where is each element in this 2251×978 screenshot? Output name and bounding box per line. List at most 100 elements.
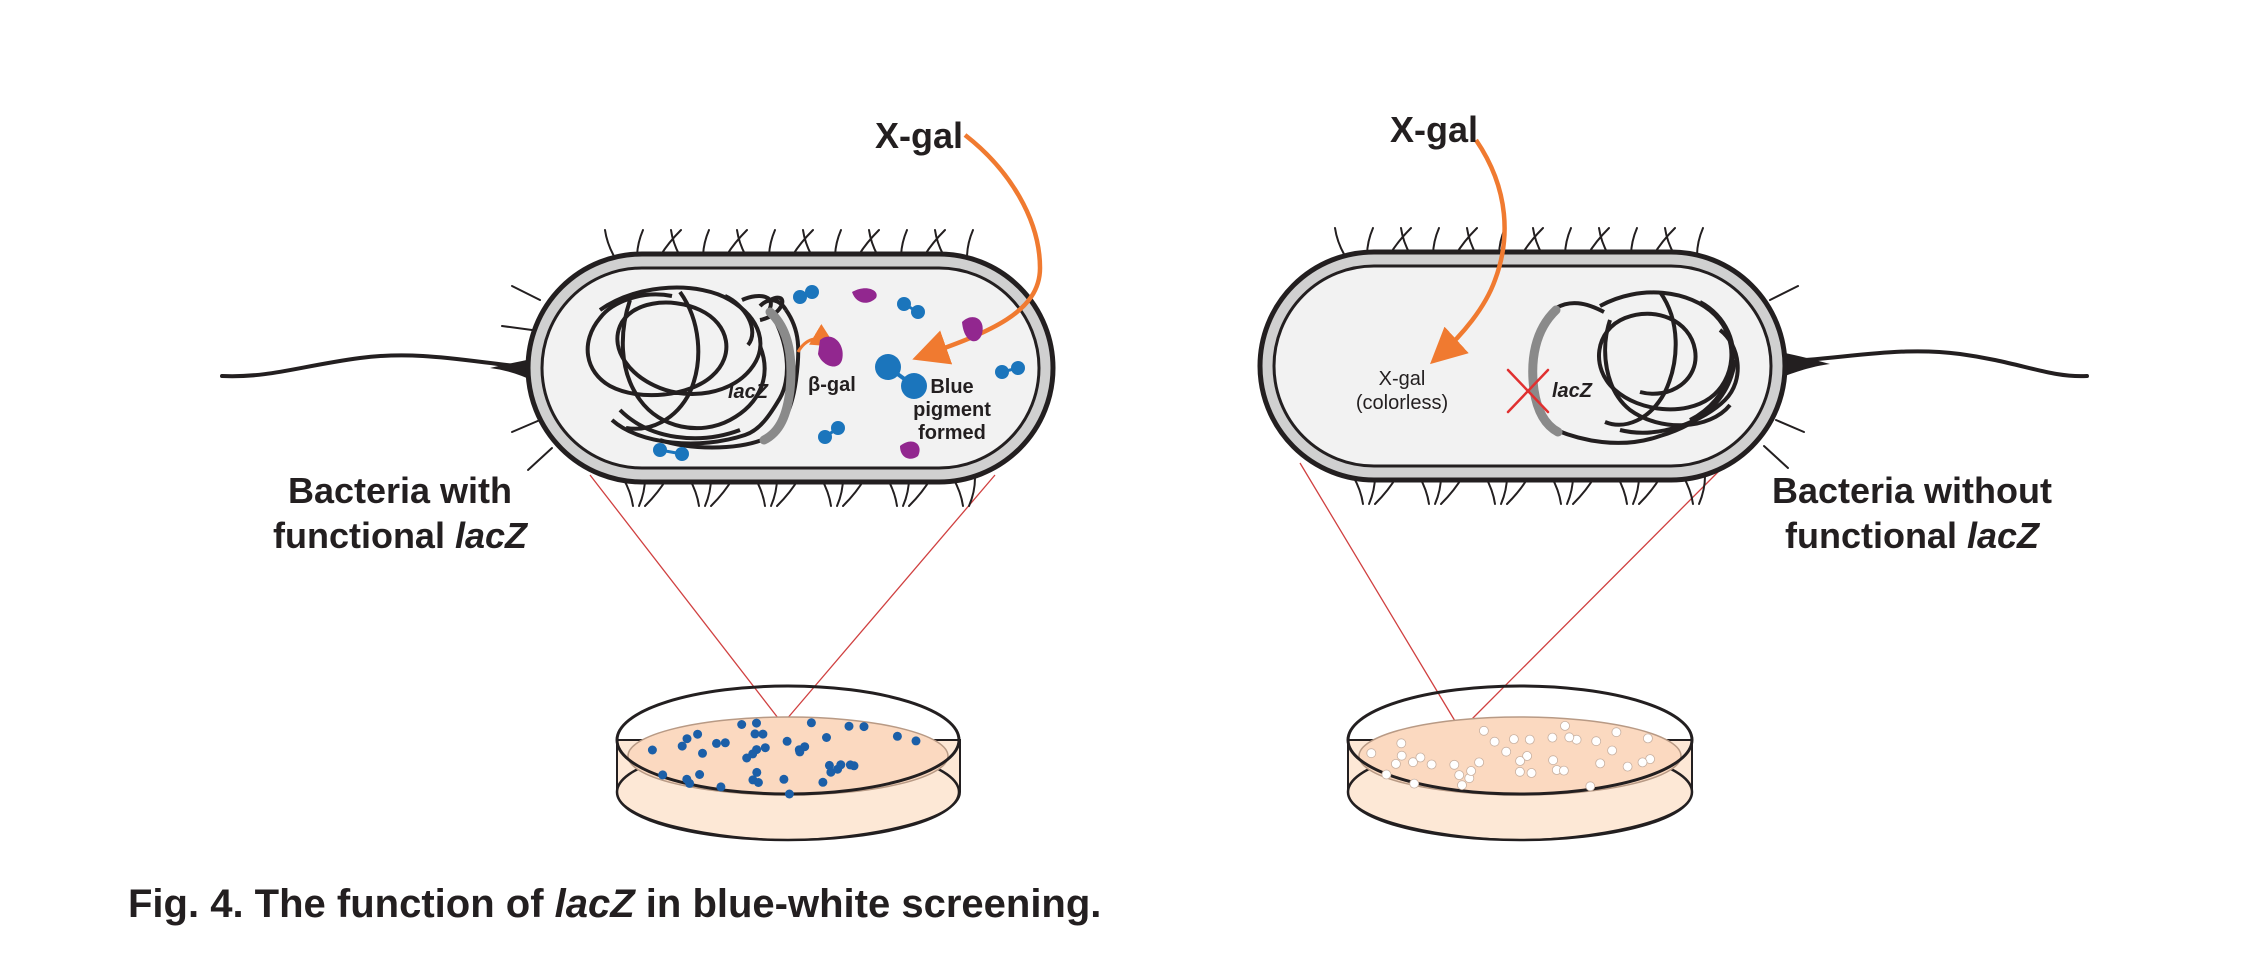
white-colonies bbox=[1366, 721, 1655, 792]
colony bbox=[1515, 766, 1525, 777]
colony bbox=[752, 767, 762, 777]
colony bbox=[752, 745, 762, 755]
colony bbox=[1457, 780, 1467, 791]
left-caption-functional: functional bbox=[273, 515, 455, 556]
left-flagellum bbox=[220, 353, 537, 379]
colony bbox=[892, 731, 902, 741]
colony bbox=[1522, 751, 1532, 761]
beta-gal-enzyme bbox=[852, 288, 877, 303]
colony bbox=[1396, 750, 1407, 761]
colony bbox=[698, 748, 707, 758]
left-chromosome bbox=[585, 285, 789, 446]
colony bbox=[795, 747, 805, 757]
xgal-molecule-atom bbox=[911, 305, 925, 319]
xgal-molecule-atom bbox=[675, 447, 689, 461]
colony bbox=[824, 760, 834, 770]
colony bbox=[1607, 745, 1617, 756]
colony bbox=[826, 767, 836, 777]
pilus bbox=[511, 419, 541, 433]
right-cell-caption-line2: functional lacZ bbox=[1785, 515, 2041, 556]
zoom-lines-right bbox=[1299, 462, 1721, 727]
colony bbox=[1381, 769, 1392, 780]
colony bbox=[1595, 758, 1606, 769]
caption-gene: lacZ bbox=[554, 882, 635, 926]
blue-colonies bbox=[647, 718, 921, 799]
colony bbox=[818, 777, 828, 787]
colony bbox=[1611, 727, 1622, 738]
left-product-line1: Blue bbox=[930, 376, 973, 398]
left-caption-gene: lacZ bbox=[455, 515, 529, 556]
caption-suffix: in blue-white screening. bbox=[634, 882, 1102, 926]
colony bbox=[1409, 778, 1420, 789]
right-caption-gene: lacZ bbox=[1967, 515, 2041, 556]
beta-gal-enzyme bbox=[818, 336, 843, 367]
colony bbox=[1585, 781, 1596, 792]
colony bbox=[1489, 736, 1500, 747]
colony bbox=[1509, 734, 1519, 744]
colony bbox=[752, 718, 761, 728]
colony bbox=[682, 774, 692, 784]
right-bacterium: lacZ X-gal X-gal (colorless) bbox=[1257, 109, 2089, 505]
colony bbox=[753, 778, 763, 787]
pilus bbox=[1334, 227, 1346, 257]
xgal-molecule-atom bbox=[1011, 361, 1025, 375]
left-lacz-label: lacZ bbox=[728, 381, 769, 403]
colony bbox=[806, 718, 816, 728]
pilus bbox=[1775, 419, 1805, 433]
left-cell-caption-line2: functional lacZ bbox=[273, 515, 529, 556]
colony bbox=[1479, 725, 1489, 736]
colony bbox=[693, 729, 703, 739]
colony bbox=[1547, 732, 1558, 743]
left-product-line3: formed bbox=[918, 422, 986, 444]
pilus bbox=[511, 285, 541, 301]
colony bbox=[737, 720, 747, 729]
figure-caption: Fig. 4. The function of lacZ in blue-whi… bbox=[128, 882, 1101, 927]
right-lacz-label: lacZ bbox=[1552, 380, 1593, 402]
colony bbox=[1515, 756, 1525, 766]
right-mutation-x bbox=[1506, 368, 1550, 414]
beta-gal-enzyme bbox=[962, 317, 983, 342]
colony bbox=[844, 721, 854, 731]
colony bbox=[712, 738, 721, 748]
colony bbox=[911, 736, 921, 746]
colony bbox=[822, 733, 831, 742]
colony bbox=[695, 770, 705, 779]
left-product-line2: pigment bbox=[913, 399, 991, 421]
pilus bbox=[1763, 445, 1789, 469]
colony bbox=[677, 741, 687, 751]
pigment-atom bbox=[875, 354, 901, 380]
zoom-lines-left bbox=[589, 474, 996, 728]
xgal-molecule-atom bbox=[831, 421, 845, 435]
pilus bbox=[501, 325, 533, 331]
colony bbox=[1408, 757, 1418, 768]
colony bbox=[1474, 757, 1484, 768]
colony bbox=[750, 729, 760, 739]
colony bbox=[836, 760, 846, 770]
pilus bbox=[966, 229, 974, 259]
colony bbox=[758, 729, 768, 739]
pilus bbox=[1696, 227, 1704, 257]
pilus bbox=[968, 477, 976, 507]
right-xgal-label: X-gal bbox=[1390, 109, 1478, 150]
colony bbox=[1591, 736, 1602, 747]
right-lacz-gene bbox=[1528, 305, 1563, 437]
colony bbox=[1396, 738, 1407, 749]
colony bbox=[1526, 768, 1537, 778]
pigment-atom bbox=[901, 373, 927, 399]
xgal-molecule-atom bbox=[995, 365, 1009, 379]
colony bbox=[1391, 759, 1401, 769]
right-cytoplasm bbox=[1272, 264, 1773, 468]
caption-prefix: Fig. 4. The function of bbox=[128, 882, 555, 926]
pilus bbox=[1698, 475, 1706, 505]
colony bbox=[1643, 733, 1653, 744]
colony bbox=[1560, 721, 1570, 731]
xgal-molecule-atom bbox=[805, 285, 819, 299]
right-cell-caption-line1: Bacteria without bbox=[1772, 470, 2052, 511]
colony bbox=[1449, 759, 1460, 770]
left-molecules bbox=[653, 285, 1025, 461]
colony bbox=[1564, 732, 1575, 743]
colony bbox=[1501, 746, 1512, 757]
left-petri-dish bbox=[615, 684, 961, 842]
